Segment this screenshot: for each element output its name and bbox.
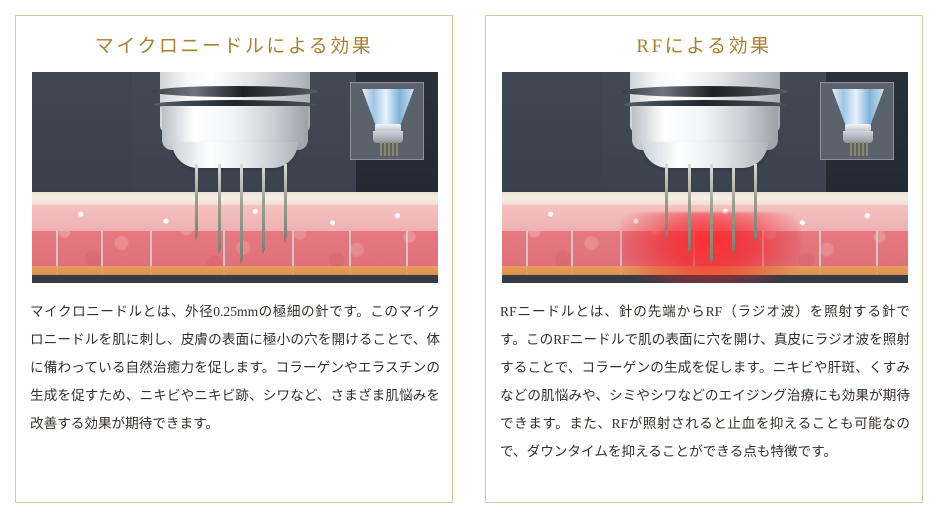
needle bbox=[284, 164, 287, 243]
collagen-fiber bbox=[405, 222, 408, 275]
inset-base bbox=[373, 131, 403, 143]
needle bbox=[732, 164, 735, 255]
collagen-fiber bbox=[348, 222, 351, 275]
inset-base bbox=[843, 131, 873, 143]
inset-needle bbox=[396, 142, 398, 156]
needle bbox=[218, 164, 221, 255]
figure-rf bbox=[502, 72, 908, 283]
figure-dark-panel-left bbox=[502, 72, 602, 196]
papillary-layer bbox=[32, 203, 438, 231]
needle bbox=[754, 164, 757, 243]
collagen-fiber bbox=[571, 222, 574, 275]
panel-rf: RFによる効果 bbox=[485, 15, 923, 503]
inset-needle bbox=[392, 142, 394, 156]
needle bbox=[262, 164, 265, 255]
inset-needle bbox=[866, 142, 868, 156]
device-tip-inset bbox=[350, 82, 424, 160]
needle bbox=[665, 164, 668, 241]
collagen-fiber bbox=[101, 222, 104, 275]
needle bbox=[710, 164, 713, 265]
collagen-fiber bbox=[56, 222, 59, 275]
needle bbox=[240, 164, 243, 265]
needle bbox=[195, 164, 198, 241]
inset-cone-icon bbox=[832, 89, 884, 125]
device-ring-lower bbox=[624, 100, 786, 109]
subcutaneous-fat-layer bbox=[32, 266, 438, 275]
figure-dark-panel-left bbox=[32, 72, 132, 196]
device-ring-lower bbox=[154, 100, 316, 109]
collagen-fiber bbox=[222, 222, 225, 275]
inset-needle bbox=[862, 142, 864, 156]
inset-needle bbox=[384, 142, 386, 156]
inset-band bbox=[375, 124, 401, 132]
inset-needle bbox=[854, 142, 856, 156]
needle bbox=[688, 164, 691, 255]
inset-needle bbox=[388, 142, 390, 156]
inset-needle bbox=[850, 142, 852, 156]
collagen-fiber bbox=[149, 222, 152, 275]
device-tip-inset bbox=[820, 82, 894, 160]
panel-title-rf: RFによる効果 bbox=[636, 36, 772, 57]
epidermis-layer bbox=[502, 192, 908, 205]
device-collar bbox=[172, 142, 298, 168]
panel-title-microneedle: マイクロニードルによる効果 bbox=[94, 36, 374, 57]
panel-body-rf: RFニードルとは、針の先端からRF（ラジオ波）を照射する針です。このRFニードル… bbox=[500, 304, 910, 459]
collagen-fiber bbox=[875, 222, 878, 275]
collagen-fiber bbox=[818, 222, 821, 275]
inset-needle bbox=[380, 142, 382, 156]
device-ring-upper bbox=[152, 86, 318, 97]
collagen-fiber bbox=[526, 222, 529, 275]
device-collar bbox=[642, 142, 768, 168]
inset-band bbox=[845, 124, 871, 132]
epidermis-layer bbox=[32, 192, 438, 205]
inset-cone-icon bbox=[362, 89, 414, 125]
collagen-fiber bbox=[291, 222, 294, 275]
device-ring-upper bbox=[622, 86, 788, 97]
panel-microneedle: マイクロニードルによる効果 bbox=[15, 15, 453, 503]
inset-needle bbox=[858, 142, 860, 156]
panel-body-microneedle: マイクロニードルとは、外径0.25mmの極細の針です。このマイクロニードルを肌に… bbox=[30, 304, 440, 431]
figure-microneedle bbox=[32, 72, 438, 283]
